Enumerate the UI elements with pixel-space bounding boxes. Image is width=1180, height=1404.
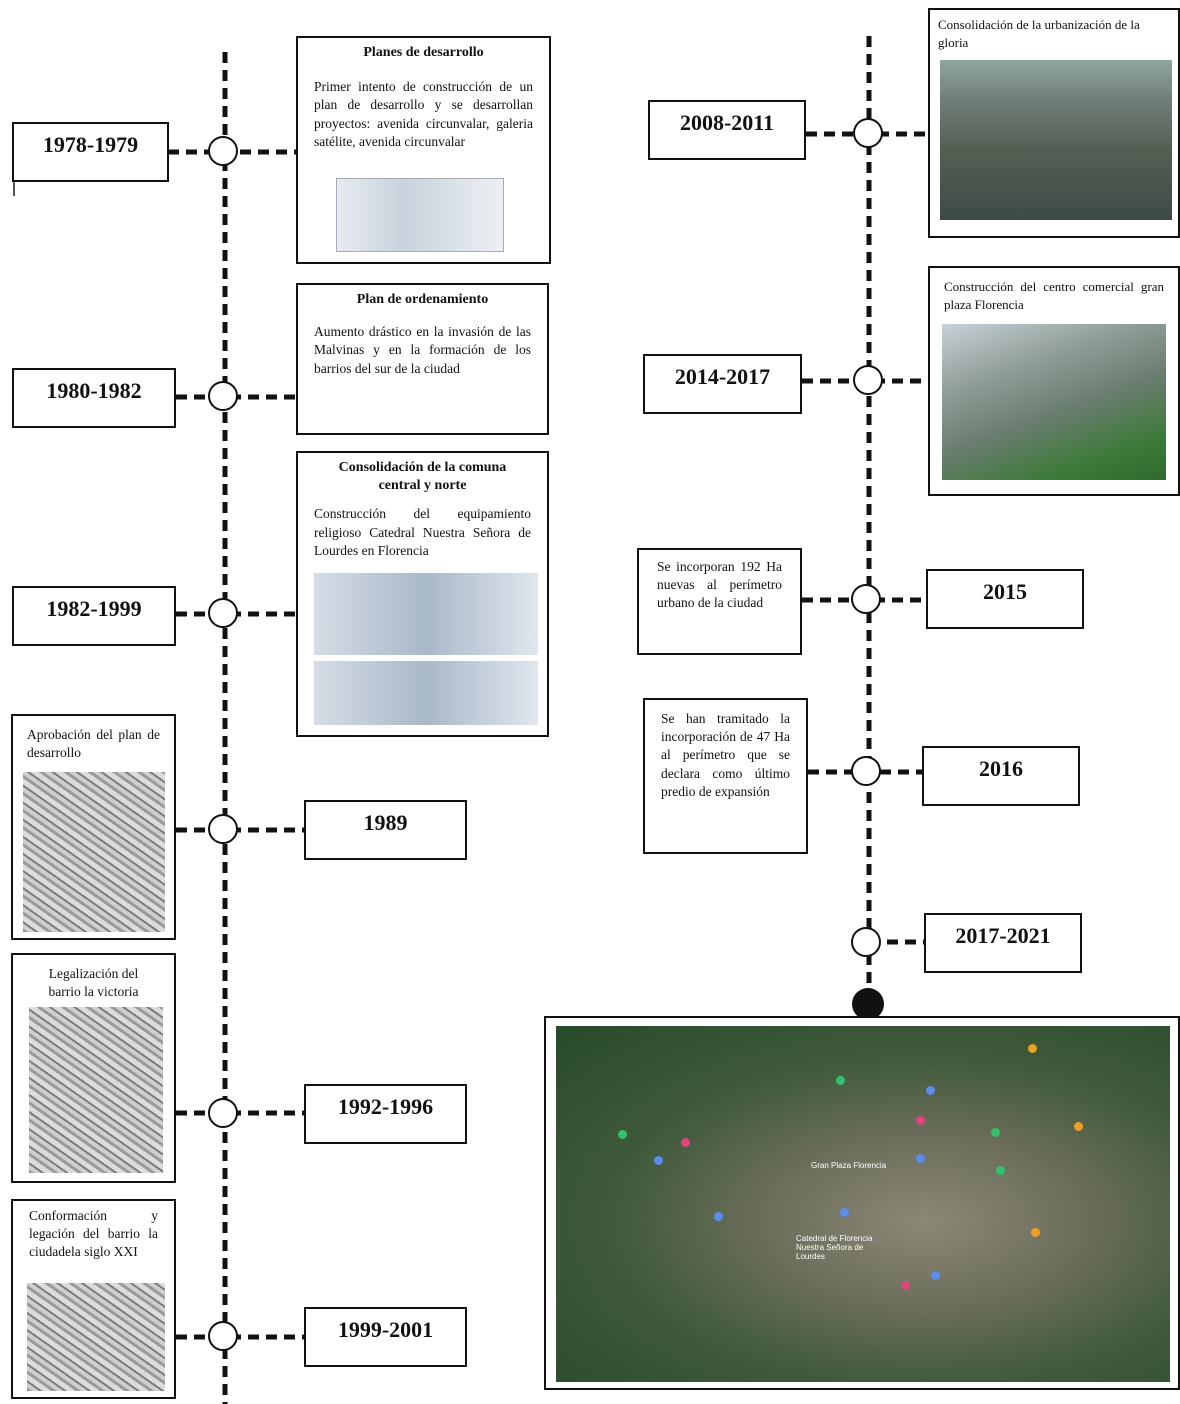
map-pin-icon — [996, 1166, 1005, 1175]
timeline-node — [208, 1321, 238, 1351]
card-text: Legalización del barrio la victoria — [48, 966, 139, 1000]
event-card-plan-ordenamiento: Plan de ordenamiento Aumento drástico en… — [296, 283, 549, 435]
event-card-planes-desarrollo: Planes de desarrollo Primer intento de c… — [296, 36, 551, 264]
year-text: 2008-2011 — [679, 110, 775, 135]
event-card-192-ha: Se incorporan 192 Ha nuevas al perímetro… — [637, 548, 802, 655]
satellite-map: Gran Plaza Florencia Catedral de Florenc… — [556, 1026, 1170, 1382]
year-text: 1982-1999 — [46, 596, 142, 621]
year-label-2016: 2016 — [922, 746, 1080, 806]
map-pin-icon — [931, 1271, 940, 1280]
year-label-1999-2001: 1999-2001 — [304, 1307, 467, 1367]
card-text: Se han tramitado la incorporación de 47 … — [661, 711, 790, 799]
aerial-map-image — [29, 1007, 163, 1173]
event-card-legalizacion-victoria: Legalización del barrio la victoria — [11, 953, 176, 1183]
year-label-1978-1979: 1978-1979 — [12, 122, 169, 182]
map-pin-icon — [714, 1212, 723, 1221]
timeline-end-dot — [852, 988, 884, 1020]
year-text: 2016 — [979, 756, 1023, 781]
satellite-map-card: Gran Plaza Florencia Catedral de Florenc… — [544, 1016, 1180, 1390]
card-text: Conformación y legación del barrio la ci… — [29, 1208, 158, 1260]
map-pin-icon — [901, 1281, 910, 1290]
year-text: 2014-2017 — [674, 364, 771, 389]
card-text: Construcción del centro comercial gran p… — [944, 279, 1164, 312]
event-card-gran-plaza: Construcción del centro comercial gran p… — [928, 266, 1180, 496]
year-text: 2017-2021 — [955, 923, 1051, 948]
map-place-label: Catedral de Florencia Nuestra Señora de … — [796, 1234, 873, 1261]
map-pin-icon — [1028, 1044, 1037, 1053]
card-text: Se incorporan 192 Ha nuevas al perímetro… — [657, 559, 782, 611]
map-pin-icon — [916, 1154, 925, 1163]
timeline-node — [208, 1098, 238, 1128]
card-title: Planes de desarrollo — [363, 45, 484, 60]
event-card-ciudadela-siglo: Conformación y legación del barrio la ci… — [11, 1199, 176, 1399]
city-plan-map-image — [314, 661, 538, 725]
event-card-urbanizacion-gloria: Consolidación de la urbanización de la g… — [928, 8, 1180, 238]
timeline-node — [851, 927, 881, 957]
map-pin-icon — [836, 1076, 845, 1085]
map-pin-icon — [991, 1128, 1000, 1137]
aerial-map-image — [27, 1283, 165, 1391]
map-pin-icon — [1031, 1228, 1040, 1237]
year-label-1982-1999: 1982-1999 — [12, 586, 176, 646]
year-label-2017-2021: 2017-2021 — [924, 913, 1082, 973]
city-plan-map-image — [314, 573, 538, 655]
card-text: Aumento drástico en la invasión de las M… — [314, 324, 531, 376]
timeline-node — [208, 136, 238, 166]
card-text: Primer intento de construcción de un pla… — [314, 79, 533, 149]
map-pin-icon — [840, 1208, 849, 1217]
timeline-node — [208, 381, 238, 411]
year-text: 1980-1982 — [46, 378, 142, 403]
development-plan-image — [336, 178, 504, 252]
map-place-label: Gran Plaza Florencia — [811, 1161, 887, 1170]
year-label-1989: 1989 — [304, 800, 467, 860]
timeline-node — [208, 598, 238, 628]
year-text: 1978-1979 — [42, 132, 139, 157]
city-photo-image — [940, 60, 1172, 220]
year-text: 2015 — [983, 579, 1027, 604]
year-text: 1992-1996 — [337, 1094, 434, 1119]
timeline-node — [208, 814, 238, 844]
map-pin-icon — [926, 1086, 935, 1095]
map-pin-icon — [618, 1130, 627, 1139]
event-card-47-ha: Se han tramitado la incorporación de 47 … — [643, 698, 808, 854]
aerial-map-image — [23, 772, 165, 932]
event-card-consolidacion-comuna: Consolidación de la comuna central y nor… — [296, 451, 549, 737]
card-text: Aprobación del plan de desarrollo — [27, 727, 160, 761]
card-text: Consolidación de la urbanización de la g… — [938, 17, 1140, 50]
card-title: Consolidación de la comuna central y nor… — [338, 460, 507, 494]
timeline-node — [853, 118, 883, 148]
map-pin-icon — [1074, 1122, 1083, 1131]
timeline-node — [851, 584, 881, 614]
timeline-node — [851, 756, 881, 786]
map-pin-icon — [654, 1156, 663, 1165]
year-label-1992-1996: 1992-1996 — [304, 1084, 467, 1144]
aerial-photo-image — [942, 324, 1166, 480]
card-title: Plan de ordenamiento — [356, 292, 489, 307]
timeline-node — [853, 365, 883, 395]
card-text: Construcción del equipamiento religioso … — [314, 506, 531, 558]
year-label-2015: 2015 — [926, 569, 1084, 629]
year-text: 1989 — [363, 810, 408, 835]
year-label-2008-2011: 2008-2011 — [648, 100, 806, 160]
map-pin-icon — [916, 1116, 925, 1125]
event-card-aprobacion-plan: Aprobación del plan de desarrollo — [11, 714, 176, 940]
year-label-1980-1982: 1980-1982 — [12, 368, 176, 428]
map-pin-icon — [681, 1138, 690, 1147]
year-label-2014-2017: 2014-2017 — [643, 354, 802, 414]
year-text: 1999-2001 — [337, 1317, 434, 1342]
